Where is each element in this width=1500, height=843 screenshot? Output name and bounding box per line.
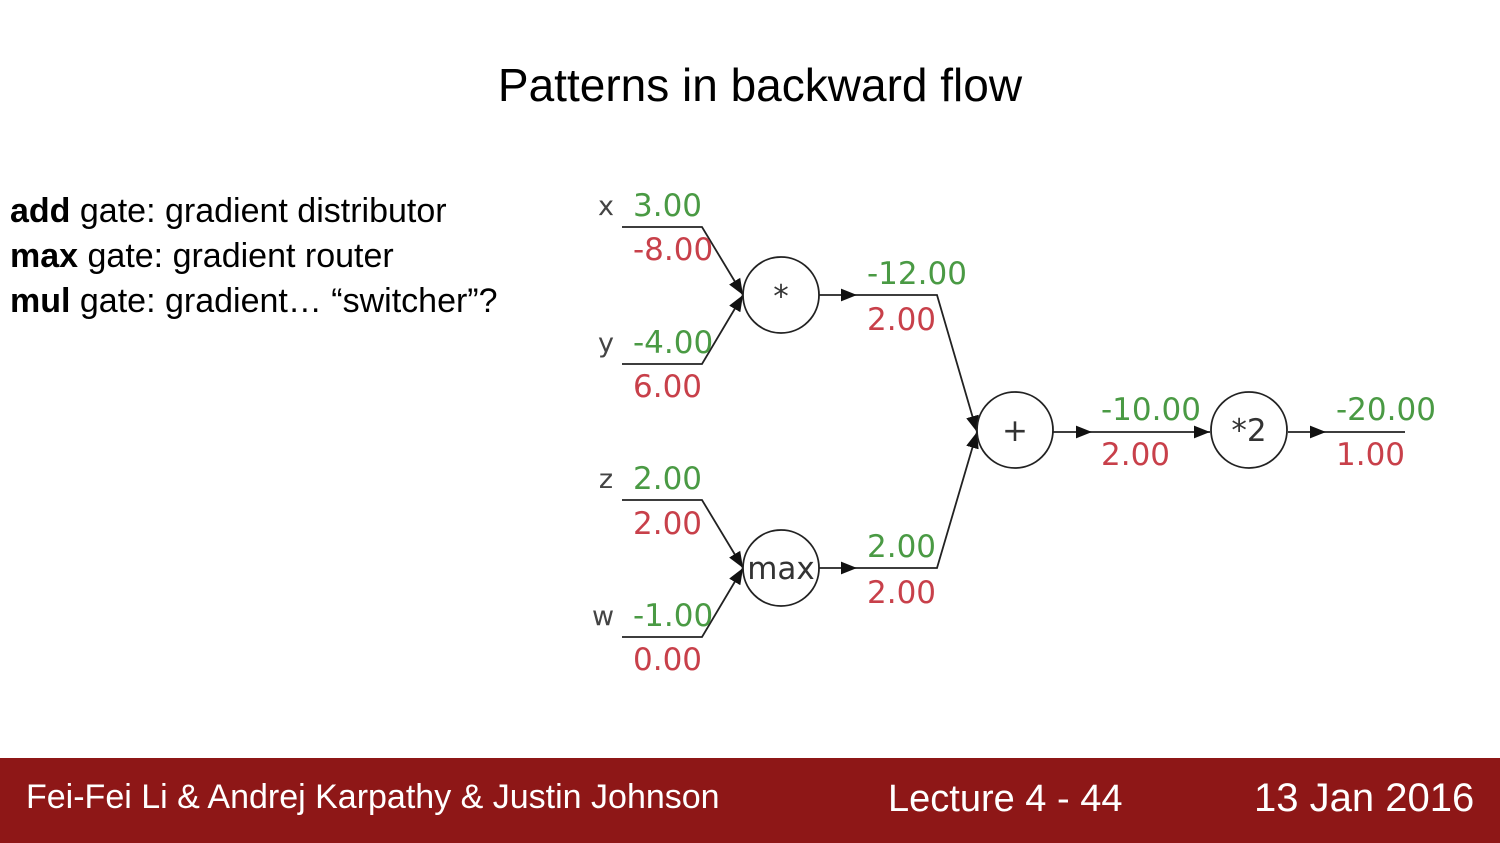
edge-z: [622, 499, 744, 569]
input-z-forward: 2.00: [633, 461, 702, 497]
note-mul-keyword: mul: [10, 282, 71, 320]
footer-date: 13 Jan 2016: [1254, 776, 1475, 820]
footer-authors: Fei-Fei Li & Andrej Karpathy & Justin Jo…: [26, 778, 720, 816]
max-gate-label: max: [747, 551, 815, 587]
mul-gradient: 2.00: [867, 302, 936, 338]
input-y-forward: -4.00: [633, 325, 713, 361]
input-x-forward: 3.00: [633, 188, 702, 224]
edge-x: [622, 226, 744, 296]
input-y-name: y: [598, 328, 614, 359]
input-w-forward: -1.00: [633, 598, 713, 634]
edge-y: [622, 294, 744, 365]
note-max-text: gate: gradient router: [78, 237, 394, 275]
scale-gate-label: *2: [1231, 413, 1266, 449]
footer-lecture: Lecture 4 - 44: [888, 778, 1123, 820]
max-gradient: 2.00: [867, 575, 936, 611]
footer-bar: Fei-Fei Li & Andrej Karpathy & Justin Jo…: [0, 758, 1500, 843]
edge-mul-add: [857, 294, 979, 433]
input-z-gradient: 2.00: [633, 506, 702, 542]
mul-gate-label: *: [773, 279, 789, 315]
max-forward: 2.00: [867, 529, 936, 565]
input-y-gradient: 6.00: [633, 369, 702, 405]
add-gate: [976, 391, 1054, 469]
edge-max-add: [857, 431, 979, 569]
note-max-keyword: max: [10, 237, 79, 275]
input-x-gradient: -8.00: [633, 232, 713, 268]
edge-w: [622, 567, 744, 638]
note-mul: mul gate: gradient… “switcher”?: [10, 279, 498, 324]
note-add-keyword: add: [10, 192, 71, 230]
note-mul-text: gate: gradient… “switcher”?: [70, 282, 498, 320]
mul-gate: [742, 256, 820, 334]
scale-forward: -20.00: [1336, 392, 1436, 428]
slide-title: Patterns in backward flow: [497, 59, 1023, 111]
scale-gradient: 1.00: [1336, 437, 1405, 473]
add-gate-label: +: [1002, 413, 1028, 449]
gate-notes: add gate: gradient distributor max gate:…: [10, 189, 498, 324]
max-gate: [742, 529, 820, 607]
note-add: add gate: gradient distributor: [10, 189, 498, 234]
input-w-gradient: 0.00: [633, 642, 702, 678]
input-x-name: x: [598, 191, 614, 222]
mul-forward: -12.00: [867, 256, 967, 292]
input-z-name: z: [599, 464, 613, 495]
add-gradient: 2.00: [1101, 437, 1170, 473]
add-forward: -10.00: [1101, 392, 1201, 428]
input-w-name: w: [592, 601, 614, 632]
note-add-text: gate: gradient distributor: [70, 192, 447, 230]
scale-gate: [1210, 391, 1288, 469]
note-max: max gate: gradient router: [10, 234, 498, 279]
